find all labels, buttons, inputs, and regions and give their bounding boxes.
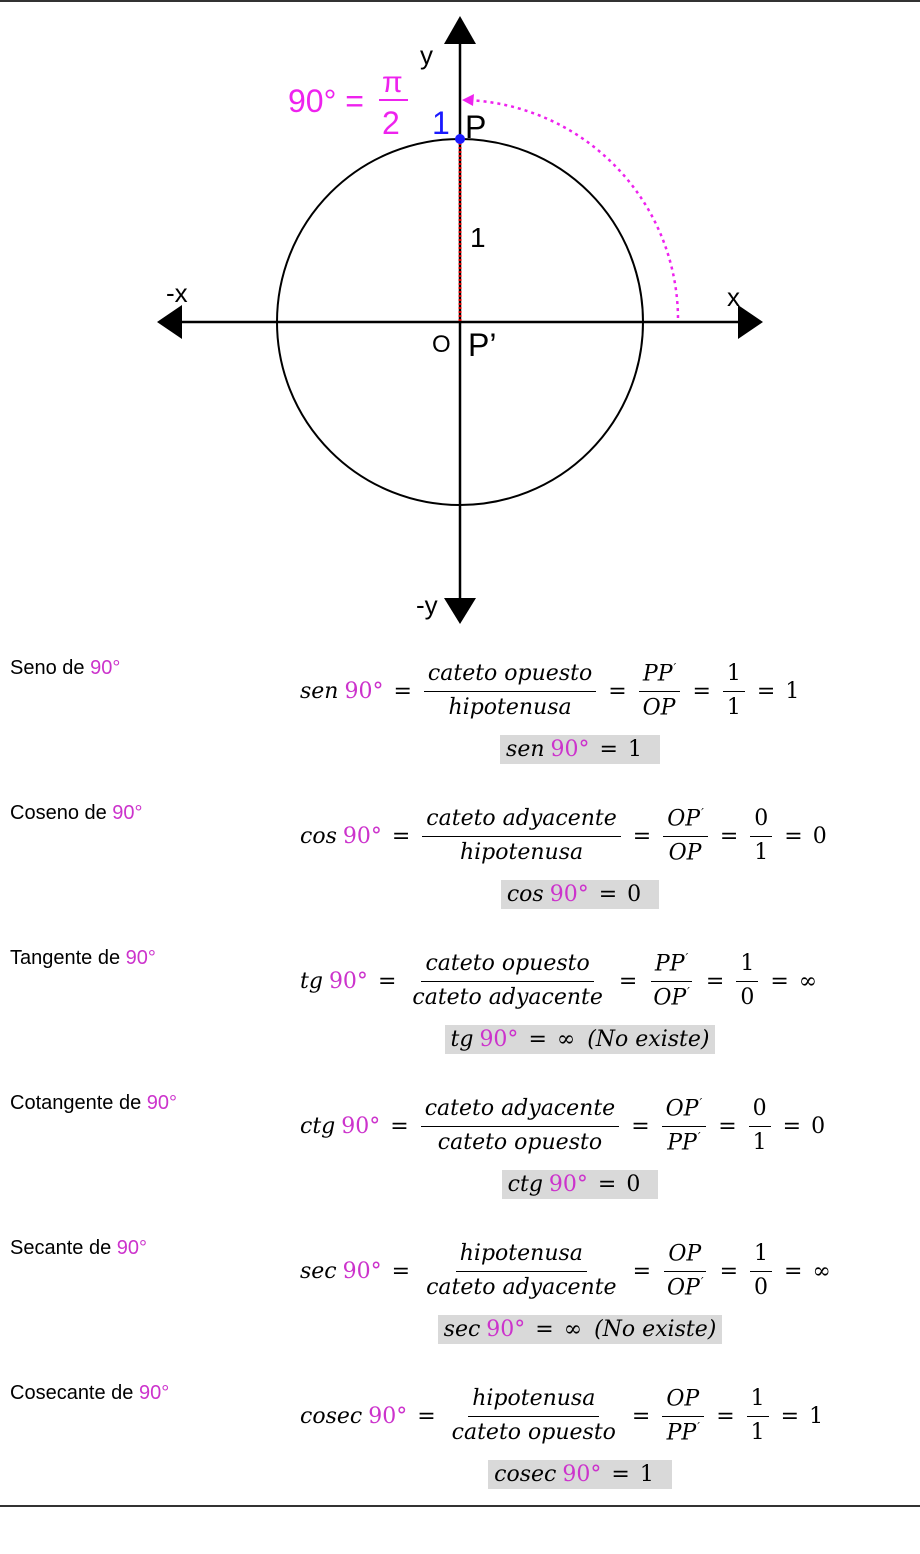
axis-y-label: y	[420, 40, 433, 70]
row-label: Seno de 90°	[10, 657, 121, 679]
top-rule	[0, 0, 920, 2]
bottom-rule	[0, 1505, 920, 1507]
axis-neg-x-label: -x	[166, 278, 188, 308]
angle-arc	[465, 98, 680, 319]
y-arrow-icon	[444, 16, 476, 44]
y-top-value-label: 1	[432, 105, 450, 141]
row-label: Cosecante de 90°	[10, 1382, 170, 1404]
x-arrow-icon	[738, 305, 763, 339]
axis-neg-y-label: -y	[416, 590, 438, 620]
row-label: Coseno de 90°	[10, 802, 143, 824]
neg-y-arrow-icon	[444, 598, 476, 624]
unit-circle-diagram: 90° = π 2 1 P 1 O P’ x -x y -y	[157, 16, 763, 624]
point-p-dot	[455, 134, 465, 144]
row-label: Secante de 90°	[10, 1237, 147, 1259]
angle-pi-label: π	[382, 66, 403, 99]
angle-deg-label: 90° =	[288, 83, 364, 119]
point-p-prime-label: P’	[468, 327, 496, 363]
point-p-label: P	[465, 109, 486, 145]
row-label: Tangente de 90°	[10, 947, 156, 969]
axis-x-label: x	[727, 282, 740, 312]
segment-length-label: 1	[470, 222, 486, 253]
origin-label: O	[432, 331, 451, 358]
neg-x-arrow-icon	[157, 305, 182, 339]
row-label: Cotangente de 90°	[10, 1092, 178, 1114]
angle-den-label: 2	[382, 105, 400, 141]
angle-arc-arrow-icon	[462, 94, 474, 106]
